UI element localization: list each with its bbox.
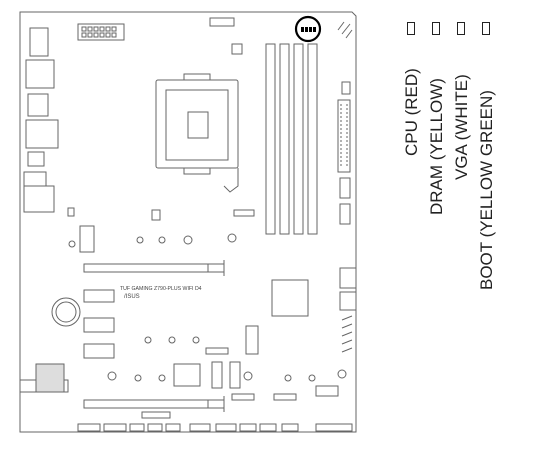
board-edge-decoration [337, 21, 353, 353]
small-chip-1 [151, 209, 161, 221]
cmos-battery-inner [55, 301, 77, 323]
cmos-battery [51, 297, 81, 327]
sata-right-1 [339, 267, 357, 289]
header-pins-4 [231, 393, 255, 401]
rear-io-4 [25, 119, 59, 149]
dimm-slot-b1 [293, 43, 304, 235]
header-top-1 [209, 17, 235, 27]
rear-io-6 [23, 171, 47, 187]
qled-led-2 [305, 27, 308, 32]
pcie-x16-slot-1 [83, 263, 225, 273]
rear-io-7 [23, 185, 55, 213]
led-label-dram: DRAM (YELLOW) [427, 78, 446, 215]
cpu-socket-center [187, 111, 209, 139]
atx-24pin-connector [337, 99, 351, 173]
cpu-socket-marks [183, 73, 211, 175]
rear-io-2 [25, 59, 55, 89]
chipset [271, 279, 309, 317]
board-brand-silkscreen: /ISUS [124, 294, 140, 300]
cpu-socket [155, 79, 239, 169]
bottom-headers [77, 411, 353, 432]
sata-stack [339, 203, 351, 225]
m2-slot-3 [83, 343, 115, 359]
led-label-cpu: CPU (RED) [402, 68, 421, 156]
dimm-slot-a2 [279, 43, 290, 235]
header-top-2 [231, 43, 243, 55]
atx-pin-rows [340, 104, 348, 168]
sata-right-2 [339, 291, 357, 311]
dimm-slot-b2 [307, 43, 318, 235]
usb-c-header [339, 177, 351, 199]
qled-led-4 [313, 27, 316, 32]
m2-slot-right [245, 325, 259, 355]
led-label-boot: BOOT (YELLOW GREEN) [477, 90, 496, 290]
qled-led-1 [301, 27, 304, 32]
m2-heatsink-1 [83, 289, 115, 303]
sata-mid-1 [211, 361, 223, 389]
mounting-holes [68, 233, 347, 382]
pcie-x16-slot-2 [83, 399, 225, 409]
usb-header-bottom [315, 385, 339, 397]
usb-header-top [341, 81, 351, 95]
m2-slot-1 [79, 225, 95, 253]
led-indicator-boot-icon [482, 22, 490, 35]
led-indicator-dram-icon [432, 22, 440, 35]
rear-io-3 [27, 93, 49, 117]
header-pins-1 [233, 209, 255, 217]
tuf-logo-block [35, 363, 65, 393]
m2-slot-2 [83, 317, 115, 333]
board-outline [19, 11, 357, 433]
qled-led-3 [309, 27, 312, 32]
sata-mid-2 [229, 361, 241, 389]
power-connector-pins [81, 26, 117, 38]
header-pins-2 [67, 207, 75, 217]
led-label-vga: VGA (WHITE) [452, 74, 471, 180]
cpu-socket-inner [165, 89, 229, 161]
rear-io-1 [29, 27, 49, 57]
led-indicator-vga-icon [457, 22, 465, 35]
pcie-x16-latch-2 [207, 396, 225, 412]
power-connector-8pin [77, 23, 125, 41]
board-model-silkscreen: TUF GAMING Z790-PLUS WIFI D4 [120, 286, 202, 292]
pcie-x16-latch-1 [207, 260, 225, 276]
header-pins-3 [205, 347, 229, 355]
qled-indicator-cluster [294, 15, 322, 43]
header-pins-5 [273, 393, 297, 401]
dimm-slot-a1 [265, 43, 276, 235]
rear-io-5 [27, 151, 45, 167]
controller-chip [173, 363, 201, 387]
cpu-socket-lever [223, 168, 239, 193]
led-indicator-cpu-icon [407, 22, 415, 35]
